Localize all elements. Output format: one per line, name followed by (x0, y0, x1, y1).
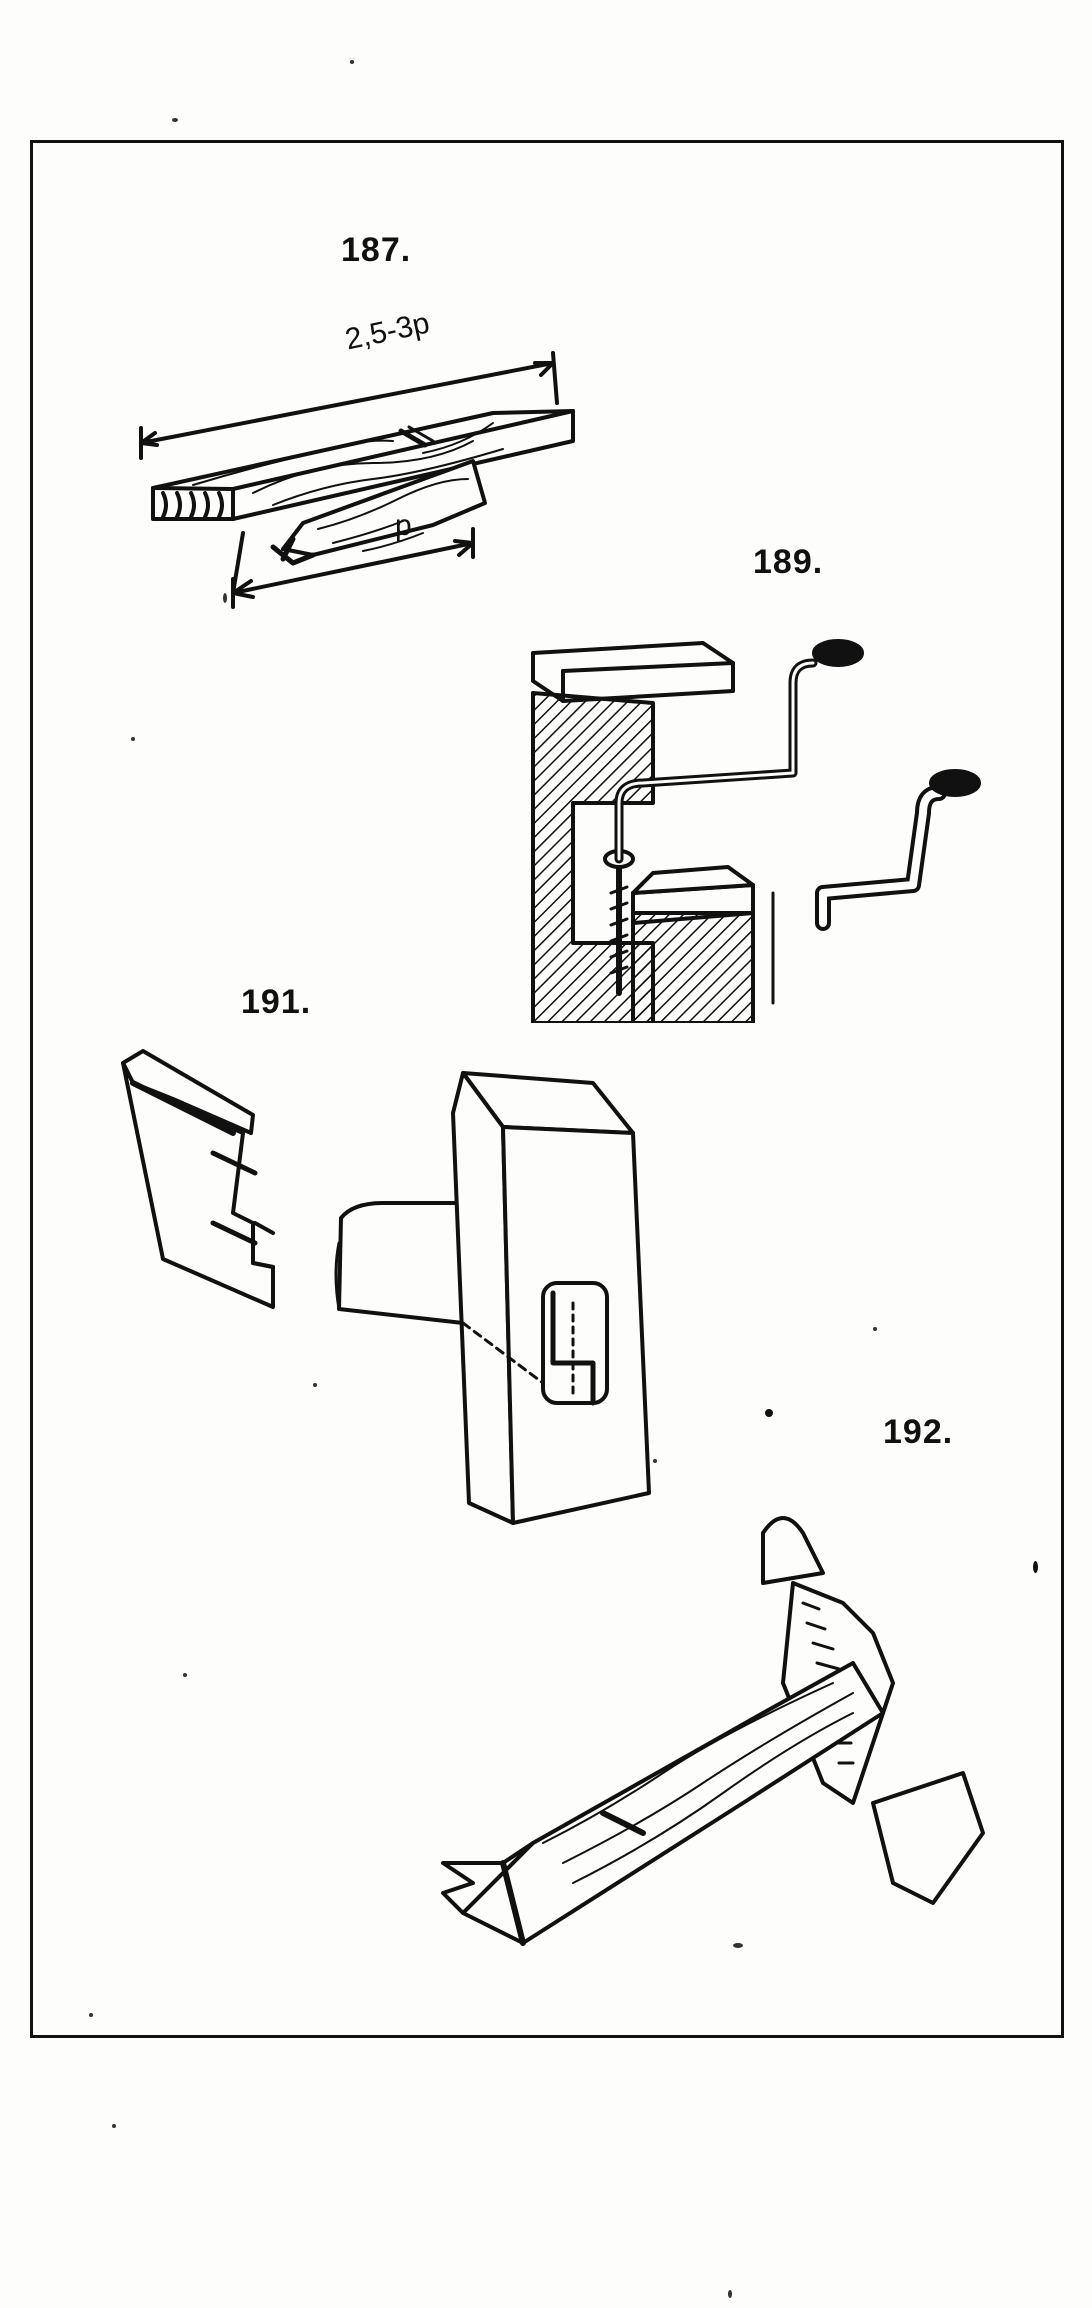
figure-192-label: 192. (883, 1413, 954, 1451)
speck (223, 593, 227, 603)
figure-192-svg (441, 1516, 985, 1946)
figure-191-drawing (73, 1023, 693, 1663)
figure-192-drawing (403, 1483, 1003, 1983)
figure-189-svg (531, 639, 981, 1023)
figure-191-label: 191. (241, 983, 312, 1021)
dimension-label-overlap: p (395, 509, 412, 542)
speck (728, 2290, 732, 2298)
figure-189-label: 189. (753, 543, 824, 581)
speck (183, 1673, 187, 1677)
figure-187-label: 187. (341, 231, 412, 269)
speck (313, 1383, 317, 1387)
speck (112, 2124, 116, 2128)
speck (653, 1459, 657, 1463)
figure-187-svg (139, 351, 575, 609)
speck (131, 737, 135, 741)
figure-191-svg (121, 1049, 651, 1525)
speck (873, 1327, 877, 1331)
speck (1033, 1561, 1038, 1573)
speck (733, 1943, 743, 1948)
speck (89, 2013, 93, 2017)
figure-187-drawing (133, 293, 753, 613)
speck (350, 60, 354, 64)
figure-189-drawing (493, 623, 1013, 1023)
speck (172, 118, 178, 122)
speck (765, 1409, 773, 1417)
figure-plate: 187. (30, 140, 1064, 2038)
